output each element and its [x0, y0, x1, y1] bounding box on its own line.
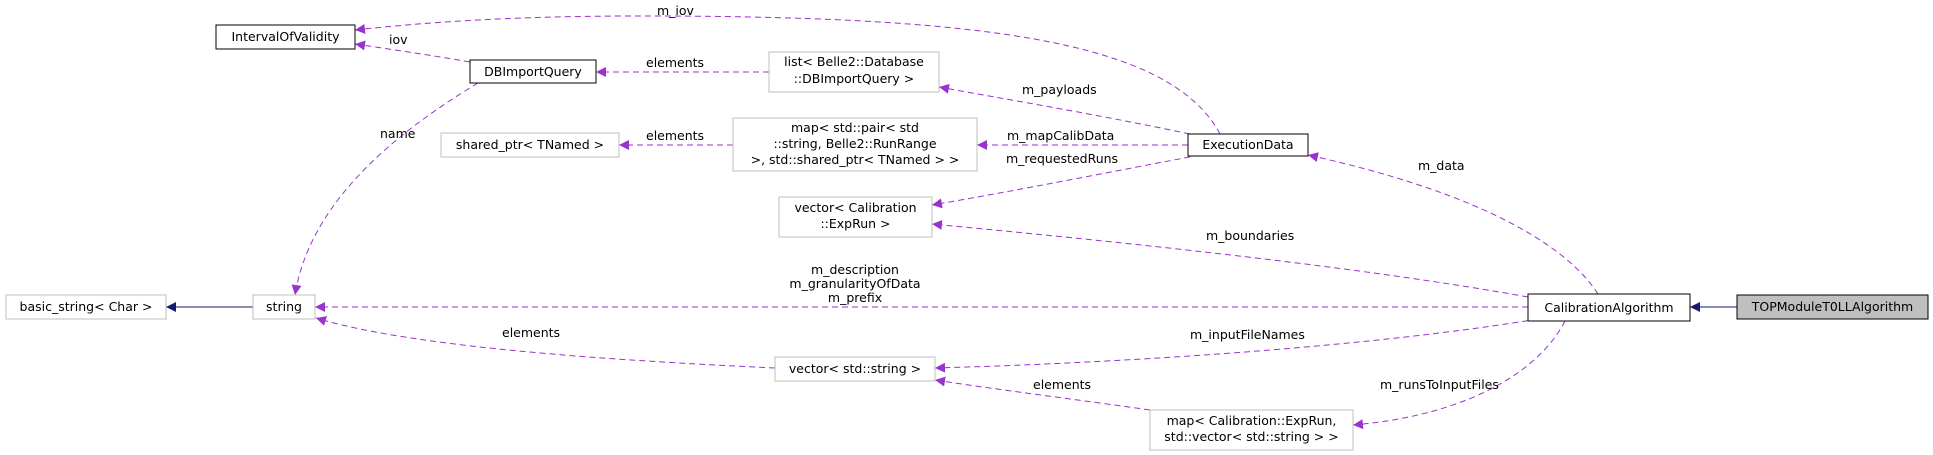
edge-label-iov: iov [389, 32, 408, 47]
svg-text:::ExpRun >: ::ExpRun > [820, 216, 890, 231]
edge-label-m-inputfilenames: m_inputFileNames [1190, 327, 1305, 342]
edge-m-mapcalibdata: m_mapCalibData [977, 128, 1188, 150]
edge-label-elements-map: elements [1033, 377, 1091, 392]
svg-text:::DBImportQuery >: ::DBImportQuery > [794, 71, 915, 86]
svg-text:ExecutionData: ExecutionData [1202, 137, 1293, 152]
svg-text:DBImportQuery: DBImportQuery [484, 64, 582, 79]
svg-text:vector< std::string >: vector< std::string > [789, 361, 921, 376]
edge-m-runstoinputfiles: m_runsToInputFiles [1352, 320, 1566, 430]
edge-elements-shared: elements [619, 128, 733, 150]
edge-name: name [291, 82, 479, 296]
edge-m-inputfilenames: m_inputFileNames [934, 318, 1539, 373]
edge-elements-list: elements [596, 55, 769, 77]
svg-text:map< Calibration::ExpRun,: map< Calibration::ExpRun, [1167, 413, 1337, 428]
svg-text:::string, Belle2::RunRange: ::string, Belle2::RunRange [773, 136, 936, 151]
edge-m-payloads: m_payloads [938, 82, 1191, 135]
edge-label-m-boundaries: m_boundaries [1206, 228, 1294, 243]
edge-elements-map: elements [934, 376, 1151, 411]
node-db-import-query[interactable]: DBImportQuery [469, 59, 597, 84]
edge-label-m-mapcalibdata: m_mapCalibData [1007, 128, 1114, 143]
svg-text:IntervalOfValidity: IntervalOfValidity [231, 29, 340, 44]
node-basic-string[interactable]: basic_string< Char > [5, 294, 167, 320]
edge-iov: iov [354, 32, 471, 63]
edge-label-m-requestedruns: m_requestedRuns [1006, 151, 1118, 166]
edge-string-members: m_description m_granularityOfData m_pref… [315, 262, 1528, 312]
edge-label-m-prefix: m_prefix [828, 290, 882, 305]
node-string[interactable]: string [252, 294, 316, 320]
svg-text:string: string [266, 299, 302, 314]
edge-label-m-data: m_data [1418, 158, 1465, 173]
node-vector-exprun[interactable]: vector< Calibration ::ExpRun > [778, 196, 933, 238]
node-calibration-algorithm[interactable]: CalibrationAlgorithm [1527, 293, 1691, 322]
edge-label-elements-vector: elements [502, 325, 560, 340]
node-shared-ptr-tnamed[interactable]: shared_ptr< TNamed > [440, 132, 620, 158]
node-list-db-import-query[interactable]: list< Belle2::Database ::DBImportQuery > [768, 51, 940, 93]
node-top-module-t0ll-algorithm[interactable]: TOPModuleT0LLAlgorithm [1736, 294, 1929, 320]
svg-text:std::vector< std::string > >: std::vector< std::string > > [1164, 429, 1338, 444]
node-execution-data[interactable]: ExecutionData [1187, 133, 1309, 157]
edge-label-m-runstoinputfiles: m_runsToInputFiles [1380, 377, 1499, 392]
node-vector-string[interactable]: vector< std::string > [774, 356, 936, 382]
edge-label-elements-list: elements [646, 55, 704, 70]
edge-label-m-granularityofdata: m_granularityOfData [789, 276, 920, 291]
svg-text:shared_ptr< TNamed >: shared_ptr< TNamed > [456, 137, 604, 152]
svg-text:basic_string< Char >: basic_string< Char > [20, 299, 153, 314]
edge-label-elements-shared: elements [646, 128, 704, 143]
edge-label-m-iov: m_iov [657, 3, 695, 18]
edge-label-m-description: m_description [811, 262, 899, 277]
node-map-exprun[interactable]: map< Calibration::ExpRun, std::vector< s… [1149, 409, 1354, 451]
edge-m-requestedruns: m_requestedRuns [931, 151, 1201, 209]
svg-text:>, std::shared_ptr< TNamed > >: >, std::shared_ptr< TNamed > > [751, 152, 960, 167]
edge-m-boundaries: m_boundaries [931, 219, 1529, 298]
edge-label-name: name [380, 126, 416, 141]
svg-text:CalibrationAlgorithm: CalibrationAlgorithm [1544, 300, 1673, 315]
svg-text:map< std::pair< std: map< std::pair< std [791, 120, 919, 135]
edge-m-iov: m_iov [354, 3, 1221, 135]
svg-text:vector< Calibration: vector< Calibration [794, 200, 916, 215]
edge-label-m-payloads: m_payloads [1022, 82, 1097, 97]
edge-elements-vector: elements [315, 316, 776, 369]
svg-text:TOPModuleT0LLAlgorithm: TOPModuleT0LLAlgorithm [1751, 299, 1914, 314]
edge-m-data: m_data [1307, 152, 1599, 295]
node-map-run-range[interactable]: map< std::pair< std ::string, Belle2::Ru… [732, 117, 978, 172]
node-interval-of-validity[interactable]: IntervalOfValidity [215, 24, 356, 50]
svg-text:list< Belle2::Database: list< Belle2::Database [784, 54, 924, 69]
